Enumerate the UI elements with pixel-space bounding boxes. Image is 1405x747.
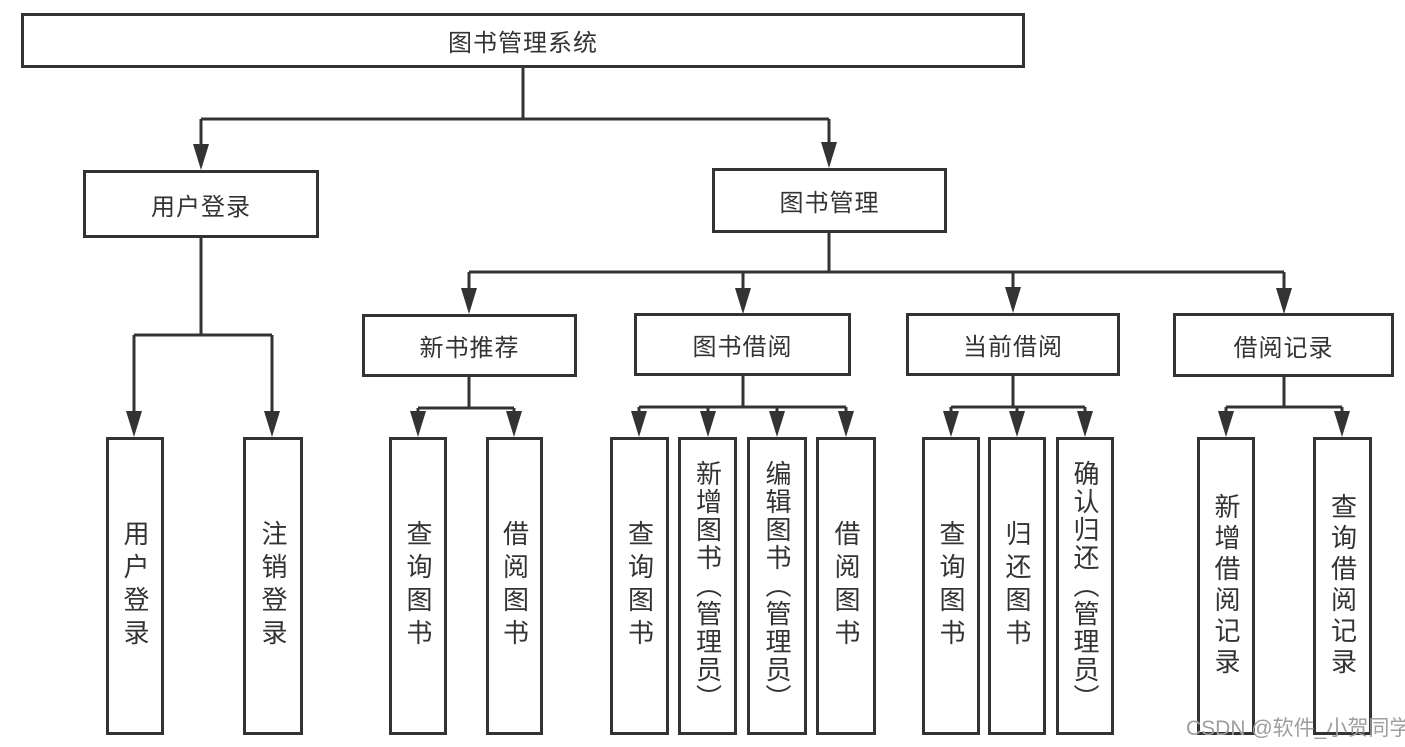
node-root: 图书管理系统 — [21, 13, 1025, 68]
connector-root-children — [193, 68, 837, 170]
connector-book-borrow-children — [631, 376, 854, 437]
node-add-borrow-record-label: 新增借阅记录 — [1211, 493, 1241, 679]
node-book-mgmt-label: 图书管理 — [779, 190, 880, 217]
node-user-login-label: 用户登录 — [151, 193, 251, 221]
node-new-book-rec-label: 新书推荐 — [419, 335, 520, 362]
node-logout-leaf-label: 注销登录 — [258, 520, 288, 652]
node-book-borrow: 图书借阅 — [634, 313, 851, 376]
connector-new-book-rec-children — [410, 377, 522, 437]
node-add-borrow-record: 新增借阅记录 — [1197, 437, 1255, 735]
connector-book-mgmt-children — [461, 233, 1292, 314]
node-user-login: 用户登录 — [83, 170, 319, 238]
node-edit-books: 编辑图书（管理员） — [747, 437, 807, 735]
node-book-borrow-label: 图书借阅 — [692, 334, 793, 361]
node-logout-leaf: 注销登录 — [243, 437, 303, 735]
node-edit-books-label: 编辑图书（管理员） — [762, 460, 792, 712]
node-query-books-borrow-label: 查询图书 — [624, 520, 655, 652]
node-borrow-records: 借阅记录 — [1173, 313, 1394, 377]
connector-user-login-children — [126, 238, 280, 437]
node-query-borrow-record-label: 查询借阅记录 — [1327, 493, 1358, 679]
node-query-books-rec-label: 查询图书 — [403, 520, 433, 652]
node-query-books-borrow: 查询图书 — [610, 437, 669, 735]
node-user-login-leaf: 用户登录 — [106, 437, 164, 735]
node-add-books-label: 新增图书（管理员） — [692, 460, 723, 712]
node-query-books-rec: 查询图书 — [389, 437, 447, 735]
node-add-books: 新增图书（管理员） — [678, 437, 737, 735]
node-borrow-books-rec-label: 借阅图书 — [499, 520, 530, 652]
node-book-mgmt: 图书管理 — [712, 168, 947, 233]
node-query-borrow-record: 查询借阅记录 — [1313, 437, 1372, 735]
node-user-login-leaf-label: 用户登录 — [120, 520, 150, 652]
node-confirm-return-label: 确认归还（管理员） — [1070, 460, 1100, 712]
node-borrow-records-label: 借阅记录 — [1233, 334, 1334, 362]
node-borrow-books-rec: 借阅图书 — [486, 437, 543, 735]
node-query-books-current-label: 查询图书 — [936, 520, 966, 652]
connector-current-borrow-children — [943, 376, 1093, 437]
connector-borrow-records-children — [1218, 377, 1350, 437]
node-root-label: 图书管理系统 — [448, 30, 598, 57]
node-borrow-books-borrow-label: 借阅图书 — [831, 520, 861, 652]
node-confirm-return: 确认归还（管理员） — [1056, 437, 1114, 735]
watermark: CSDN @软件_小贺同学 — [1186, 717, 1405, 740]
node-new-book-rec: 新书推荐 — [362, 314, 577, 377]
node-borrow-books-borrow: 借阅图书 — [816, 437, 876, 735]
node-return-books-label: 归还图书 — [1002, 520, 1032, 652]
node-query-books-current: 查询图书 — [922, 437, 980, 735]
node-current-borrow-label: 当前借阅 — [963, 334, 1063, 361]
node-current-borrow: 当前借阅 — [906, 313, 1120, 376]
node-return-books: 归还图书 — [988, 437, 1046, 735]
